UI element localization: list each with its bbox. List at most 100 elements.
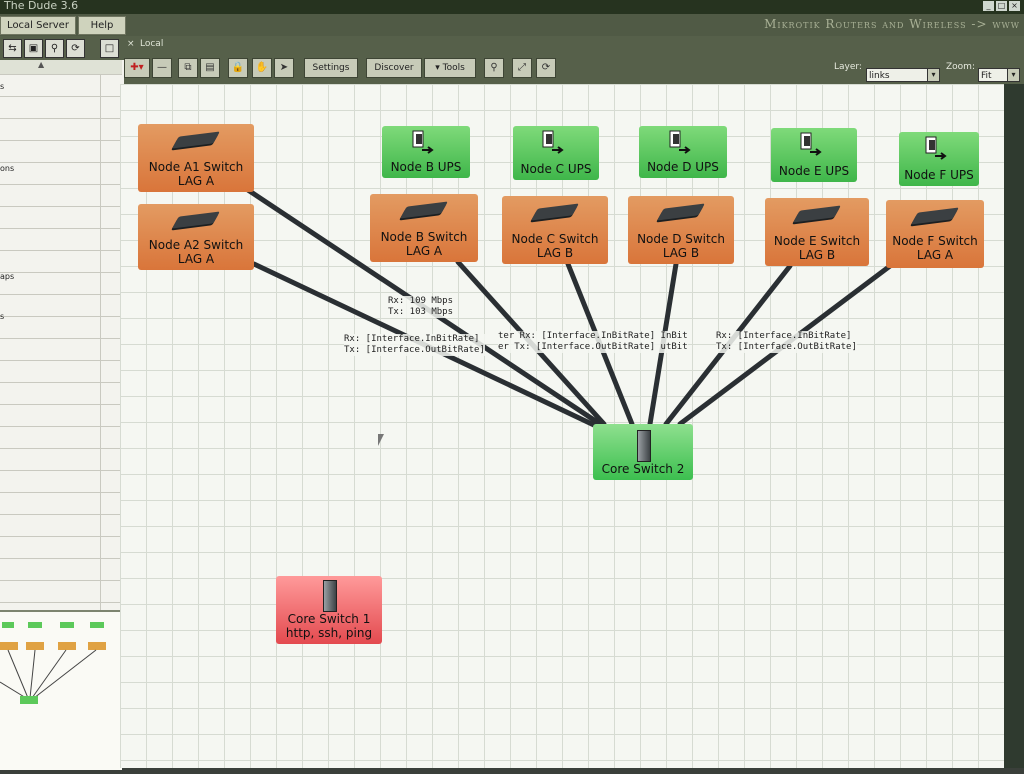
node-core-switch-1[interactable]: Core Switch 1 http, ssh, ping bbox=[276, 576, 382, 644]
node-label: Core Switch 2 bbox=[601, 462, 685, 476]
node-label: Node D Switch bbox=[637, 232, 725, 246]
tree-header[interactable]: ▲ bbox=[0, 60, 122, 75]
hand-icon[interactable]: ✋ bbox=[252, 58, 272, 78]
left-panel: ⇆ ▣ ⚲ ⟳ □ ▲ s ons aps s bbox=[0, 36, 126, 770]
node-d-ups[interactable]: Node D UPS bbox=[639, 126, 727, 178]
tree-item[interactable]: ons bbox=[0, 164, 15, 173]
switch-icon bbox=[531, 203, 579, 221]
layer-label: Layer: bbox=[834, 62, 862, 72]
link-label: Rx: 109 Mbps Tx: 103 Mbps bbox=[388, 296, 454, 318]
contents-tree[interactable] bbox=[0, 74, 122, 644]
switch-icon bbox=[172, 131, 220, 149]
tree-item[interactable]: s bbox=[0, 82, 5, 91]
close-icon[interactable]: × bbox=[1009, 1, 1020, 11]
node-sublabel: LAG B bbox=[536, 246, 574, 260]
node-e-switch[interactable]: Node E Switch LAG B bbox=[765, 198, 869, 266]
node-label: Node A1 Switch bbox=[148, 160, 244, 174]
zoom-value: Fit bbox=[981, 71, 992, 81]
window-icon[interactable]: □ bbox=[100, 39, 119, 58]
node-label: Node B UPS bbox=[390, 160, 462, 174]
node-c-ups[interactable]: Node C UPS bbox=[513, 126, 599, 180]
node-label: Node C UPS bbox=[520, 162, 592, 176]
node-b-switch[interactable]: Node B Switch LAG A bbox=[370, 194, 478, 262]
node-label: Node D UPS bbox=[647, 160, 719, 174]
server-icon bbox=[637, 430, 651, 462]
node-b-ups[interactable]: Node B UPS bbox=[382, 126, 470, 178]
node-label: Node E Switch bbox=[773, 234, 861, 248]
binoculars-icon[interactable]: ⚲ bbox=[484, 58, 504, 78]
node-sublabel: LAG B bbox=[662, 246, 700, 260]
ups-icon bbox=[669, 130, 691, 154]
node-e-ups[interactable]: Node E UPS bbox=[771, 128, 857, 182]
ups-icon bbox=[542, 130, 564, 154]
local-server-label: Local Server bbox=[7, 20, 69, 31]
zoom-label: Zoom: bbox=[946, 62, 975, 72]
link-label: Rx: [Interface.InBitRate] Tx: [Interface… bbox=[716, 331, 857, 353]
fit-arrows-icon[interactable]: ⤢ bbox=[512, 58, 532, 78]
map-overview[interactable] bbox=[0, 610, 122, 770]
node-label: Core Switch 1 bbox=[287, 612, 371, 626]
left-toolbar: ⇆ ▣ ⚲ ⟳ □ bbox=[0, 36, 124, 60]
node-label: Node B Switch bbox=[380, 230, 468, 244]
tree-item[interactable]: s bbox=[0, 312, 5, 321]
discover-button[interactable]: Discover bbox=[366, 58, 422, 78]
node-core-switch-2[interactable]: Core Switch 2 bbox=[593, 424, 693, 480]
node-a2-switch[interactable]: Node A2 Switch LAG A bbox=[138, 204, 254, 270]
window-title: The Dude 3.6 bbox=[4, 0, 79, 12]
layer-select[interactable]: links ▾ bbox=[866, 68, 940, 82]
ups-icon bbox=[800, 132, 822, 156]
node-d-switch[interactable]: Node D Switch LAG B bbox=[628, 196, 734, 264]
node-label: Node E UPS bbox=[778, 164, 850, 178]
rotate-icon[interactable]: ⟳ bbox=[536, 58, 556, 78]
pointer-icon[interactable]: ➤ bbox=[274, 58, 294, 78]
switch-icon bbox=[400, 201, 448, 219]
minimize-icon[interactable]: _ bbox=[983, 1, 994, 11]
node-sublabel: LAG B bbox=[798, 248, 836, 262]
switch-icon bbox=[911, 207, 959, 225]
node-a1-switch[interactable]: Node A1 Switch LAG A bbox=[138, 124, 254, 192]
node-f-ups[interactable]: Node F UPS bbox=[899, 132, 979, 186]
settings-button[interactable]: Settings bbox=[304, 58, 358, 78]
lock-icon[interactable]: 🔒 bbox=[228, 58, 248, 78]
brand-banner[interactable]: Mikrotik Routers and Wireless -> www bbox=[764, 17, 1020, 31]
tools-arrow-icon: ▾ bbox=[435, 63, 440, 73]
switch-icon bbox=[793, 205, 841, 223]
node-sublabel: LAG A bbox=[916, 248, 954, 262]
layer-value: links bbox=[869, 71, 890, 81]
map-tab-title[interactable]: Local bbox=[140, 39, 164, 49]
map-toolbar: ✚▾ — ⧉ ▤ 🔒 ✋ ➤ Settings Discover ▾ Tools… bbox=[124, 52, 1024, 85]
help-menu[interactable]: Help bbox=[78, 16, 126, 35]
binoculars-icon[interactable]: ⚲ bbox=[45, 39, 64, 58]
close-tab-icon[interactable]: × bbox=[127, 39, 135, 49]
node-f-switch[interactable]: Node F Switch LAG A bbox=[886, 200, 984, 268]
node-sublabel: LAG A bbox=[177, 252, 215, 266]
map-tab-bar: × Local bbox=[124, 36, 1024, 52]
ups-icon bbox=[925, 136, 947, 160]
chevron-down-icon: ▾ bbox=[1007, 69, 1019, 81]
tree-item[interactable]: aps bbox=[0, 272, 15, 281]
node-label: Node F UPS bbox=[904, 168, 974, 182]
node-sublabel: LAG A bbox=[405, 244, 443, 258]
copy-icon[interactable]: ⧉ bbox=[178, 58, 198, 78]
title-bar: The Dude 3.6 _ □ × bbox=[0, 0, 1024, 14]
local-server-menu[interactable]: Local Server bbox=[0, 16, 76, 35]
ups-icon bbox=[412, 130, 434, 154]
open-icon[interactable]: ▣ bbox=[24, 39, 43, 58]
link-label: ter Rx: [Interface.InBitRate] InBit er T… bbox=[498, 331, 688, 353]
paste-icon[interactable]: ▤ bbox=[200, 58, 220, 78]
node-label: Node C Switch bbox=[511, 232, 599, 246]
node-c-switch[interactable]: Node C Switch LAG B bbox=[502, 196, 608, 264]
zoom-select[interactable]: Fit ▾ bbox=[978, 68, 1020, 82]
node-label: Node F Switch bbox=[892, 234, 978, 248]
refresh-icon[interactable]: ⟳ bbox=[66, 39, 85, 58]
node-label: Node A2 Switch bbox=[148, 238, 244, 252]
maximize-icon[interactable]: □ bbox=[996, 1, 1007, 11]
connect-icon[interactable]: ⇆ bbox=[3, 39, 22, 58]
add-icon[interactable]: ✚▾ bbox=[124, 58, 150, 78]
tools-button[interactable]: ▾ Tools bbox=[424, 58, 476, 78]
tools-label: Tools bbox=[442, 63, 465, 73]
node-sublabel: http, ssh, ping bbox=[285, 626, 373, 640]
remove-icon[interactable]: — bbox=[152, 58, 172, 78]
mouse-cursor-icon bbox=[378, 434, 384, 446]
node-sublabel: LAG A bbox=[177, 174, 215, 188]
